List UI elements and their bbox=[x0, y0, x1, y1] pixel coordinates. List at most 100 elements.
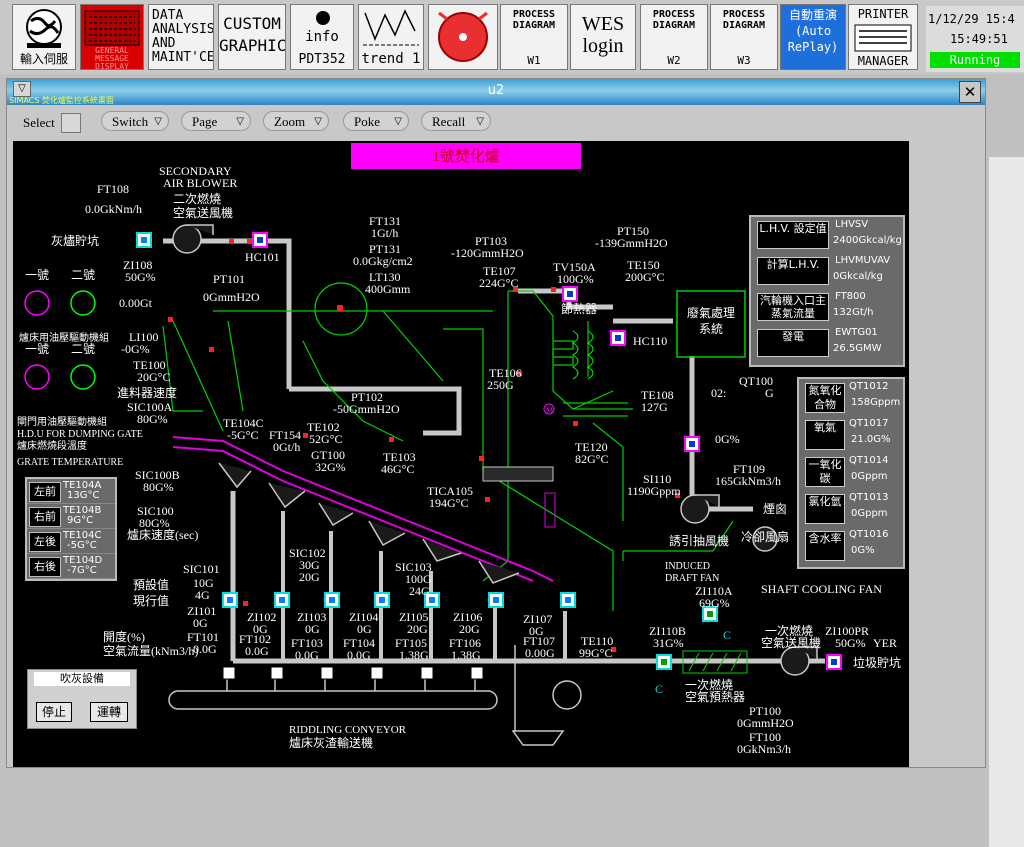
page-menu[interactable]: Page▽ bbox=[181, 111, 251, 131]
zi103-value: 0G bbox=[305, 622, 320, 636]
window-title: u2 bbox=[487, 83, 505, 98]
zi104-tag: ZI104 bbox=[349, 610, 378, 624]
data-analysis-button[interactable]: DATA ANALYSIS AND MAINT'CE bbox=[148, 4, 214, 70]
te102-value: 52G°C bbox=[309, 432, 342, 446]
wes-login-button[interactable]: WES login bbox=[570, 4, 636, 70]
blow-run-button[interactable]: 運轉 bbox=[90, 702, 128, 722]
home-button[interactable]: 輸入伺服 bbox=[12, 4, 76, 70]
te120-value: 82G°C bbox=[575, 452, 608, 466]
info-button[interactable]: info PDT352 bbox=[290, 4, 354, 70]
pd-w3-label-3: W3 bbox=[737, 54, 751, 67]
pd-w2-label-1: PROCESS bbox=[652, 9, 696, 20]
pd-w1-label-2: DIAGRAM bbox=[512, 20, 556, 31]
secondary-blower-label-3: 二次燃燒 bbox=[173, 191, 221, 206]
grate-zone-tag: TE104C bbox=[63, 530, 102, 541]
te150-value: 200G°C bbox=[625, 270, 664, 284]
replay-label-1: 自動重演 bbox=[788, 8, 837, 22]
gas-name: 氯化氫 bbox=[805, 494, 845, 524]
poke-label: Poke bbox=[354, 114, 380, 129]
printer-label-1: PRINTER bbox=[857, 7, 909, 21]
diagram-title: 1號焚化爐 bbox=[432, 148, 500, 165]
gas-value: 0Gppm bbox=[851, 471, 888, 482]
grate-zone-name: 右前 bbox=[29, 507, 61, 527]
economizer-coils bbox=[572, 330, 594, 380]
custom-label-2: GRAPHIC bbox=[219, 36, 286, 55]
trend-button[interactable]: trend 1 bbox=[358, 4, 424, 70]
gas-treatment-box bbox=[676, 290, 746, 358]
gas-name: 氮氧化合物 bbox=[805, 383, 845, 413]
hydraulic-pumps bbox=[24, 290, 50, 390]
pt103-tag: PT103 bbox=[475, 234, 507, 248]
gas-tag: QT1012 bbox=[849, 381, 889, 392]
globe-icon bbox=[26, 9, 62, 48]
custom-label-1: CUSTOM bbox=[223, 14, 281, 33]
select-checkbox[interactable] bbox=[61, 113, 81, 133]
recall-menu[interactable]: Recall ▽ bbox=[421, 111, 491, 131]
te100-tag: TE100 bbox=[133, 358, 166, 372]
pt102-value: -50GmmH2O bbox=[333, 402, 400, 416]
o2-label: 02: bbox=[711, 386, 726, 400]
general-label-2: MESSAGE bbox=[95, 54, 129, 63]
grate-zone-tag: TE104D bbox=[63, 555, 103, 566]
bed-speed-label: 爐床速度(sec) bbox=[127, 527, 198, 542]
gas-treatment-label-1: 廢氣處理 bbox=[687, 305, 735, 320]
switch-menu[interactable]: Switch▽ bbox=[101, 111, 169, 131]
tica105-tag: TICA105 bbox=[427, 484, 473, 498]
value-labels: 0.0GkNm/h 1Gt/h 0.0Gkg/cm2 400Gmm -120Gm… bbox=[85, 202, 866, 756]
air-preheater-label-1: 一次燃燒 bbox=[685, 677, 733, 692]
gt100-value: 32G% bbox=[315, 460, 346, 474]
hydraulic-pump-label: 爐床用油壓驅動機組 bbox=[19, 331, 109, 344]
general-label-1: GENERAL bbox=[95, 46, 129, 55]
process-diagram-w1-button[interactable]: PROCESS DIAGRAM W1 bbox=[500, 4, 568, 70]
te107-value: 224G°C bbox=[479, 276, 518, 290]
sic102-tag: SIC102 bbox=[289, 546, 326, 560]
te107-tag: TE107 bbox=[483, 264, 516, 278]
grate-temp-label: GRATE TEMPERATURE bbox=[17, 457, 123, 468]
te110-tag: TE110 bbox=[581, 634, 613, 648]
ft154-tag: FT154 bbox=[269, 428, 301, 442]
alarm-button[interactable] bbox=[428, 4, 498, 70]
sic102-value-1: 30G bbox=[299, 558, 320, 572]
zi102-value: 0G bbox=[253, 622, 268, 636]
diagram-title-bar bbox=[351, 143, 581, 169]
custom-graphic-button[interactable]: CUSTOM GRAPHIC bbox=[218, 4, 286, 70]
process-diagram-w3-button[interactable]: PROCESS DIAGRAM W3 bbox=[710, 4, 778, 70]
zi107-tag: ZI107 bbox=[523, 612, 552, 626]
general-label-3: DISPLAY bbox=[95, 62, 129, 70]
home-label: 輸入伺服 bbox=[19, 52, 68, 66]
lhv-tag: LHVMUVAV bbox=[835, 255, 891, 266]
pump-no1-label-b: 一號 bbox=[25, 342, 49, 356]
te100-value: 20G°C bbox=[137, 370, 170, 384]
process-diagram-w2-button[interactable]: PROCESS DIAGRAM W2 bbox=[640, 4, 708, 70]
auto-replay-button[interactable]: 自動重演 (Auto RePlay) bbox=[780, 4, 846, 70]
motor-m-label: M bbox=[546, 406, 553, 415]
lhv-tag: FT800 bbox=[835, 291, 866, 302]
window-menu-icon[interactable]: ▽ bbox=[13, 81, 31, 97]
zi106-value: 20G bbox=[459, 622, 480, 636]
printer-manager-button[interactable]: PRINTER MANAGER bbox=[848, 4, 918, 70]
ash-hopper bbox=[511, 645, 582, 746]
sic100b-value: 80G% bbox=[143, 480, 174, 494]
blow-stop-button[interactable]: 停止 bbox=[36, 702, 72, 722]
alarm-bell-icon bbox=[438, 11, 488, 62]
window-caption: SIMACS 焚化爐監控系統畫面 bbox=[9, 96, 114, 105]
si110-tag: SI110 bbox=[643, 472, 671, 486]
lhv-value: 132Gt/h bbox=[833, 307, 874, 318]
recall-label: Recall bbox=[432, 114, 466, 129]
lhv-tag: LHVSV bbox=[835, 219, 869, 230]
general-message-button[interactable]: GENERAL MESSAGE DISPLAY bbox=[80, 4, 144, 70]
grate-zone-value: 13G°C bbox=[67, 490, 100, 501]
vertical-scrollbar[interactable] bbox=[989, 157, 1024, 847]
window-titlebar[interactable]: ▽ u2 SIMACS 焚化爐監控系統畫面 ✕ bbox=[7, 79, 985, 105]
pt131-value: 0.0Gkg/cm2 bbox=[353, 254, 413, 268]
zoom-menu[interactable]: Zoom▽ bbox=[263, 111, 329, 131]
poke-menu[interactable]: Poke▽ bbox=[343, 111, 409, 131]
c-mark-1: C bbox=[655, 682, 663, 696]
close-icon[interactable]: ✕ bbox=[959, 81, 981, 103]
zi105-value: 20G bbox=[407, 622, 428, 636]
chevron-down-icon: ▽ bbox=[476, 116, 484, 127]
cooling-fan-label: 冷卻風扇 bbox=[741, 529, 789, 544]
